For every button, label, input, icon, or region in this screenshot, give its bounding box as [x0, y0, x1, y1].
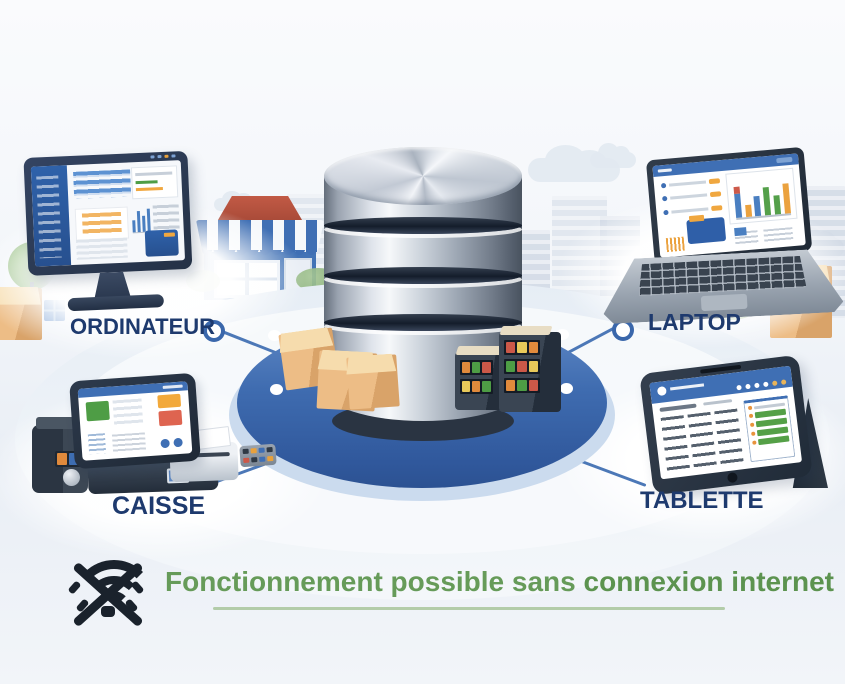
server-unit [499, 332, 561, 412]
database-top [324, 147, 522, 205]
pos-screen [77, 381, 193, 461]
bar-chart-panel [725, 167, 798, 225]
monitor-frame [23, 150, 193, 276]
laptop-screen-frame [645, 146, 813, 265]
desktop-computer [11, 144, 224, 333]
wifi-off-icon [67, 554, 155, 632]
package-box [346, 354, 400, 410]
offline-tagline: Fonctionnement possible sans connexion i… [165, 566, 834, 598]
pos-screen-frame [69, 372, 201, 470]
monitor-screen [30, 160, 186, 267]
tablet-screen [649, 365, 803, 480]
label-laptop: LAPTOP [648, 309, 741, 335]
monitor-base [67, 294, 165, 312]
window-control-icons [150, 154, 176, 159]
laptop-screen [652, 153, 806, 258]
monitor-stand [94, 272, 131, 299]
cloud [590, 143, 636, 168]
tagline-underline [213, 607, 725, 610]
connector-node [203, 320, 225, 342]
label-caisse: CAISSE [112, 492, 206, 520]
tagline-bold: connexion internet [583, 566, 834, 597]
tablet-device [634, 354, 834, 503]
cash-register [28, 372, 288, 504]
label-ordinateur: ORDINATEUR [70, 314, 216, 339]
label-tablette: TABLETTE [640, 487, 764, 514]
tablet-body [639, 354, 813, 496]
status-list-panel [743, 395, 796, 463]
tagline-regular: Fonctionnement possible sans [165, 566, 576, 597]
mini-bar-chart [131, 205, 151, 234]
dashboard-sidebar [30, 165, 72, 267]
keypad [239, 443, 277, 468]
